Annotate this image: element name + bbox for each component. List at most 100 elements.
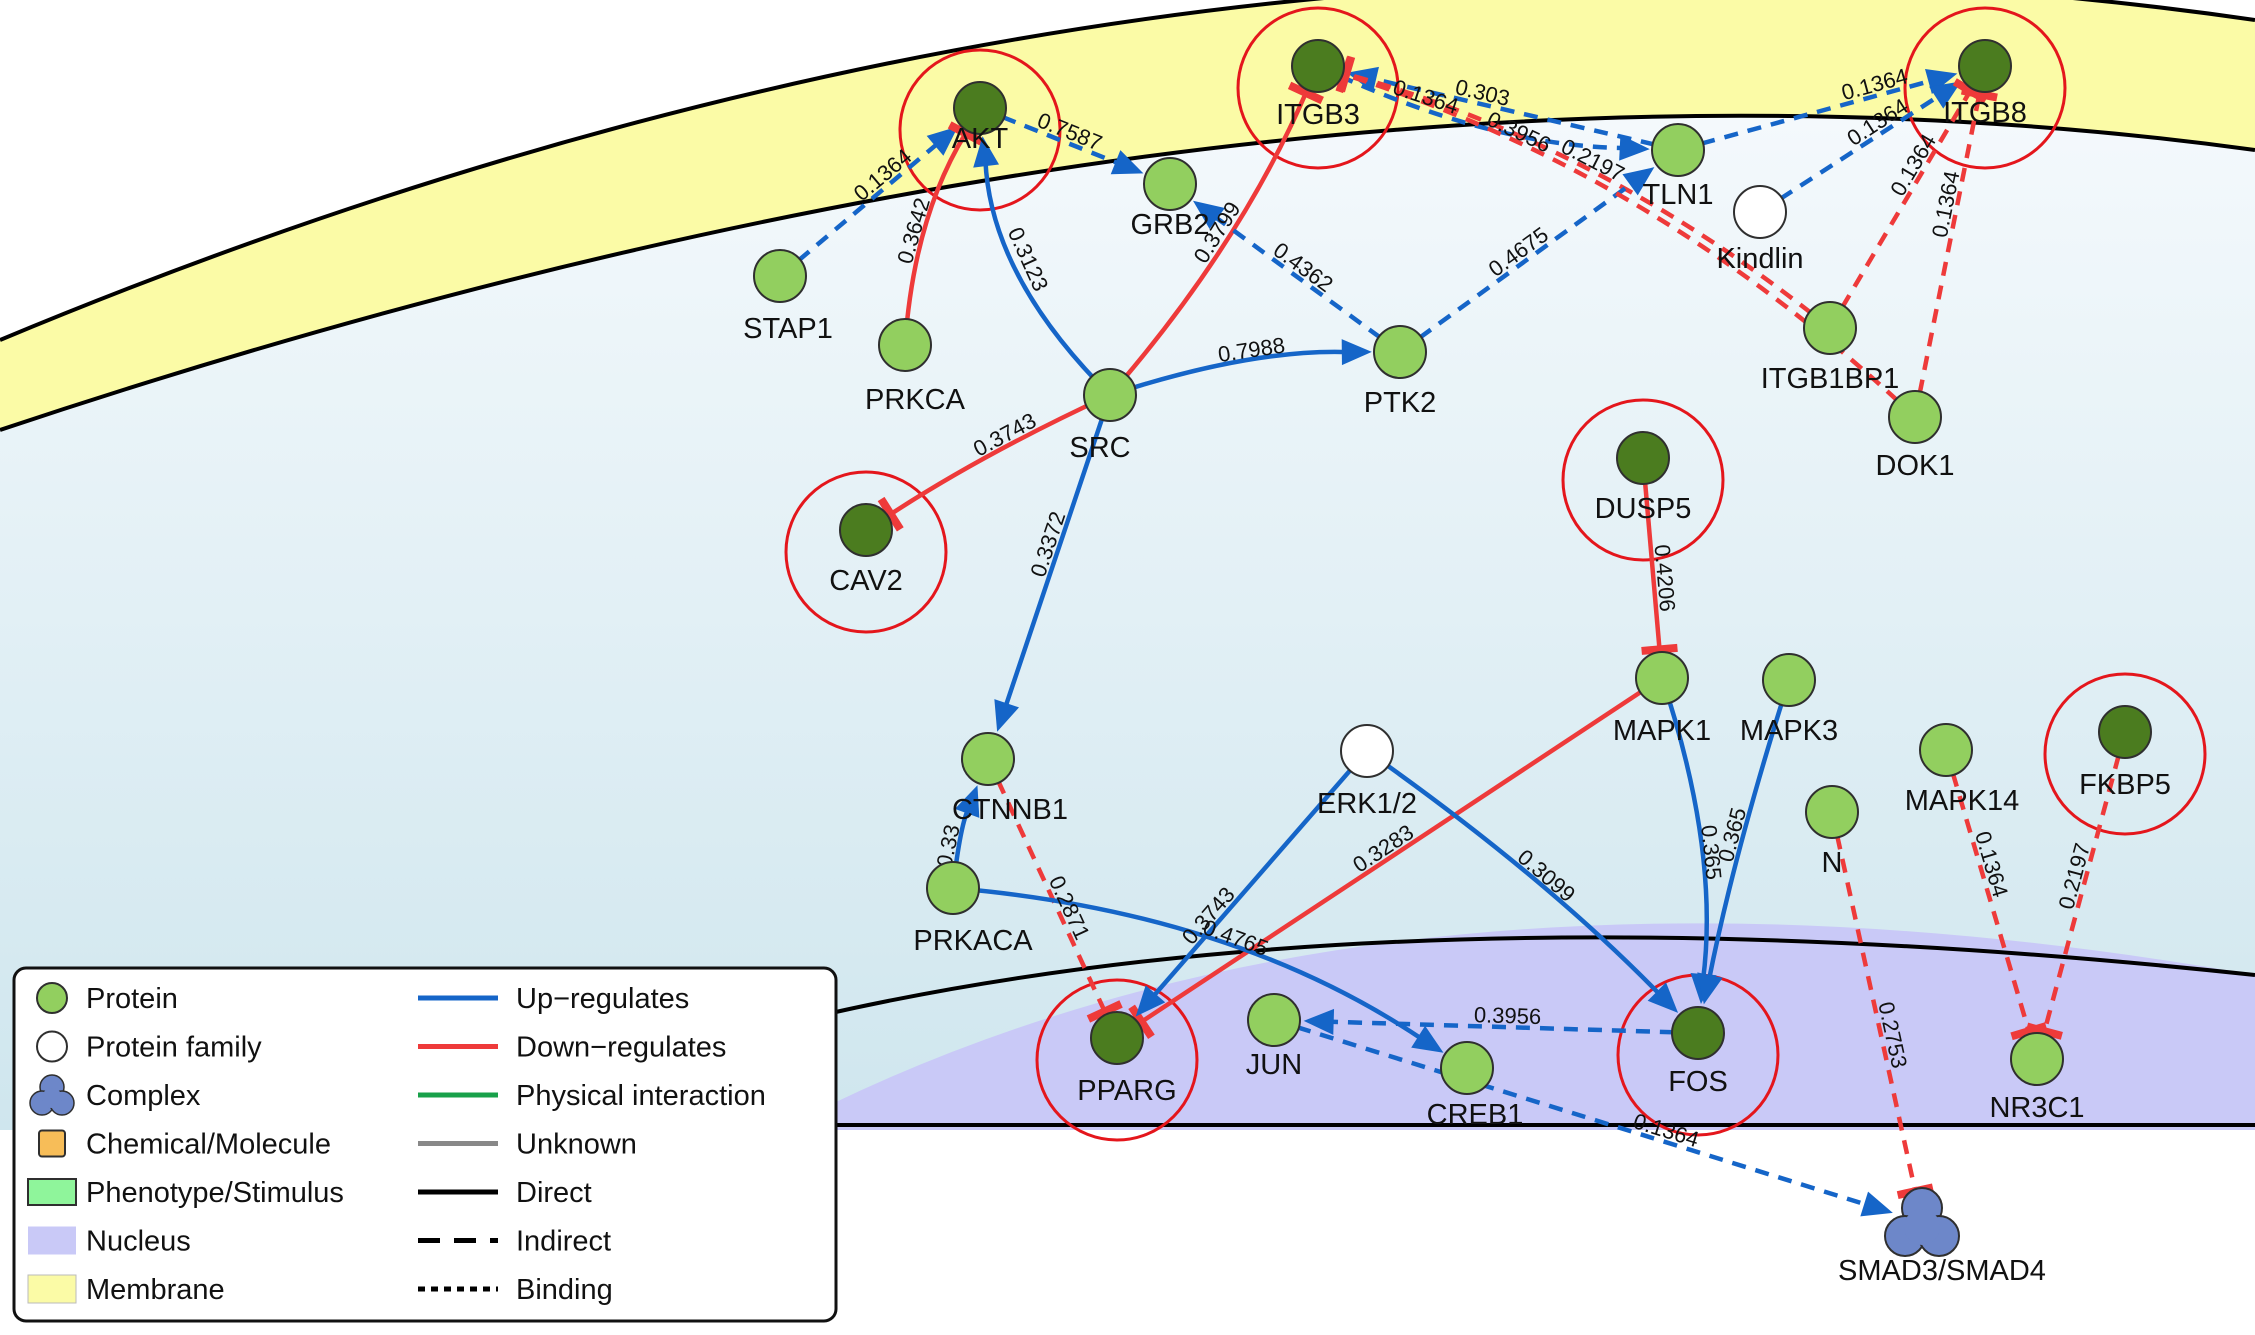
- node-itgb1bp1[interactable]: ITGB1BP1: [1761, 301, 1900, 395]
- protein-glyph: [1651, 123, 1705, 177]
- legend-label: Direct: [516, 1177, 592, 1209]
- target-highlights: [784, 6, 2207, 1142]
- protein-glyph: [1616, 431, 1670, 485]
- node-label: PPARG: [1077, 1075, 1176, 1107]
- edge-src-to-ctnnb1: [994, 394, 1113, 732]
- node-dok1[interactable]: DOK1: [1876, 390, 1955, 482]
- arrowhead: [1619, 134, 1650, 161]
- protein-glyph: [1635, 651, 1689, 705]
- cytoplasm-region: [0, 115, 2255, 1131]
- node-tln1[interactable]: TLN1: [1643, 123, 1714, 211]
- legend-label: Unknown: [516, 1129, 637, 1161]
- arrowhead: [1647, 982, 1679, 1013]
- arrowhead: [1341, 339, 1372, 366]
- node-grb2[interactable]: GRB2: [1131, 157, 1210, 241]
- inhibition-bar: [1960, 86, 1998, 102]
- legend-label: Binding: [516, 1274, 613, 1306]
- protein-glyph: [1440, 1041, 1494, 1095]
- node-mapk3[interactable]: MAPK3: [1740, 653, 1838, 747]
- node-pparg[interactable]: PPARG: [1077, 1011, 1177, 1107]
- node-stap1[interactable]: STAP1: [743, 249, 833, 345]
- node-label: N: [1822, 847, 1843, 879]
- edge-weight-label: 0.4206: [1650, 543, 1681, 612]
- legend-swatch-nucleus: [28, 1226, 76, 1255]
- legend-item-indirect: Indirect: [418, 1226, 611, 1258]
- arrowhead: [994, 699, 1020, 732]
- node-label: SRC: [1069, 432, 1130, 464]
- edge-itgb3-to-tln1: [1317, 63, 1650, 161]
- node-cav2[interactable]: CAV2: [829, 503, 903, 597]
- protein-glyph: [961, 732, 1015, 786]
- edge-line: [889, 392, 1111, 517]
- protein-glyph: [1373, 325, 1427, 379]
- edge-line: [1002, 394, 1113, 710]
- highlight-circle-akt: [898, 48, 1062, 212]
- node-label: CAV2: [829, 565, 903, 597]
- node-label: GRB2: [1131, 209, 1210, 241]
- arrowhead: [1193, 200, 1225, 229]
- edge-ctnnb1-to-pparg: [985, 758, 1123, 1023]
- edge-fkbp5-to-nr3c1: [2026, 731, 2128, 1040]
- legend-label: Physical interaction: [516, 1080, 766, 1112]
- edge-line: [1912, 93, 1982, 418]
- highlight-circle-cav2: [784, 470, 948, 634]
- node-nr3c1[interactable]: NR3C1: [1989, 1032, 2085, 1124]
- node-fkbp5[interactable]: FKBP5: [2079, 705, 2171, 801]
- protein-glyph: [1083, 368, 1137, 422]
- node-erk12[interactable]: ERK1/2: [1317, 724, 1417, 820]
- node-prkca[interactable]: PRKCA: [865, 318, 966, 416]
- protein-glyph: [926, 861, 980, 915]
- edge-line: [1109, 349, 1348, 398]
- node-kindlin[interactable]: Kindlin: [1716, 185, 1804, 275]
- arrowhead: [1697, 972, 1723, 1005]
- protein-glyph: [1958, 39, 2012, 93]
- legend-label: Membrane: [86, 1274, 225, 1306]
- node-ctnnb1[interactable]: CTNNB1: [952, 732, 1068, 826]
- edge-line: [1706, 679, 1792, 982]
- edge-line: [1327, 1019, 1699, 1036]
- inhibition-bar: [947, 121, 984, 146]
- protein-glyph: [2098, 705, 2152, 759]
- legend-swatch-complex: [29, 1074, 75, 1116]
- node-mapk1[interactable]: MAPK1: [1613, 651, 1711, 747]
- edge-line: [1829, 811, 1918, 1192]
- protein-glyph: [1803, 301, 1857, 355]
- node-fos[interactable]: FOS: [1668, 1006, 1728, 1098]
- legend-label: Nucleus: [86, 1226, 191, 1258]
- membrane-band: [0, 0, 2255, 430]
- highlight-circle-fkbp5: [2043, 672, 2207, 836]
- node-label: ITGB3: [1276, 99, 1360, 131]
- protein-glyph: [878, 318, 932, 372]
- edge-mapk1-to-pparg: [1128, 676, 1664, 1040]
- node-label: Kindlin: [1716, 243, 1803, 275]
- node-label: SMAD3/SMAD4: [1838, 1255, 2046, 1287]
- node-mapk14[interactable]: MAPK14: [1905, 723, 2019, 817]
- edge-kindlin-to-itgb8: [1758, 81, 1962, 214]
- edge-fos-to-jun: [1303, 1008, 1699, 1036]
- node-src[interactable]: SRC: [1069, 368, 1137, 464]
- protein-family-glyph: [1733, 185, 1787, 239]
- node-akt[interactable]: AKT: [952, 81, 1009, 155]
- edge-jun-to-smad: [1273, 1017, 1893, 1217]
- legend-item-phenotype: Phenotype/Stimulus: [27, 1177, 344, 1209]
- node-itgb3[interactable]: ITGB3: [1276, 39, 1360, 131]
- node-creb1[interactable]: CREB1: [1427, 1041, 1524, 1131]
- node-prkaca[interactable]: PRKACA: [913, 861, 1033, 957]
- legend-label: Complex: [86, 1080, 201, 1112]
- arrowhead: [954, 785, 980, 818]
- node-ptk2[interactable]: PTK2: [1364, 325, 1437, 419]
- node-label: STAP1: [743, 313, 833, 345]
- legend-label: Protein family: [86, 1032, 262, 1064]
- protein-glyph: [1762, 653, 1816, 707]
- node-jun[interactable]: JUN: [1246, 993, 1302, 1081]
- node-dusp5[interactable]: DUSP5: [1595, 431, 1692, 525]
- node-n[interactable]: N: [1805, 785, 1859, 879]
- node-smad[interactable]: SMAD3/SMAD4: [1838, 1187, 2046, 1287]
- inhibition-bar: [1287, 81, 1324, 105]
- arrowhead: [1929, 81, 1962, 109]
- node-itgb8[interactable]: ITGB8: [1943, 39, 2027, 129]
- highlight-circle-pparg: [1035, 978, 1199, 1142]
- legend-item-down: Down−regulates: [418, 1032, 726, 1064]
- node-label: NR3C1: [1989, 1092, 2084, 1124]
